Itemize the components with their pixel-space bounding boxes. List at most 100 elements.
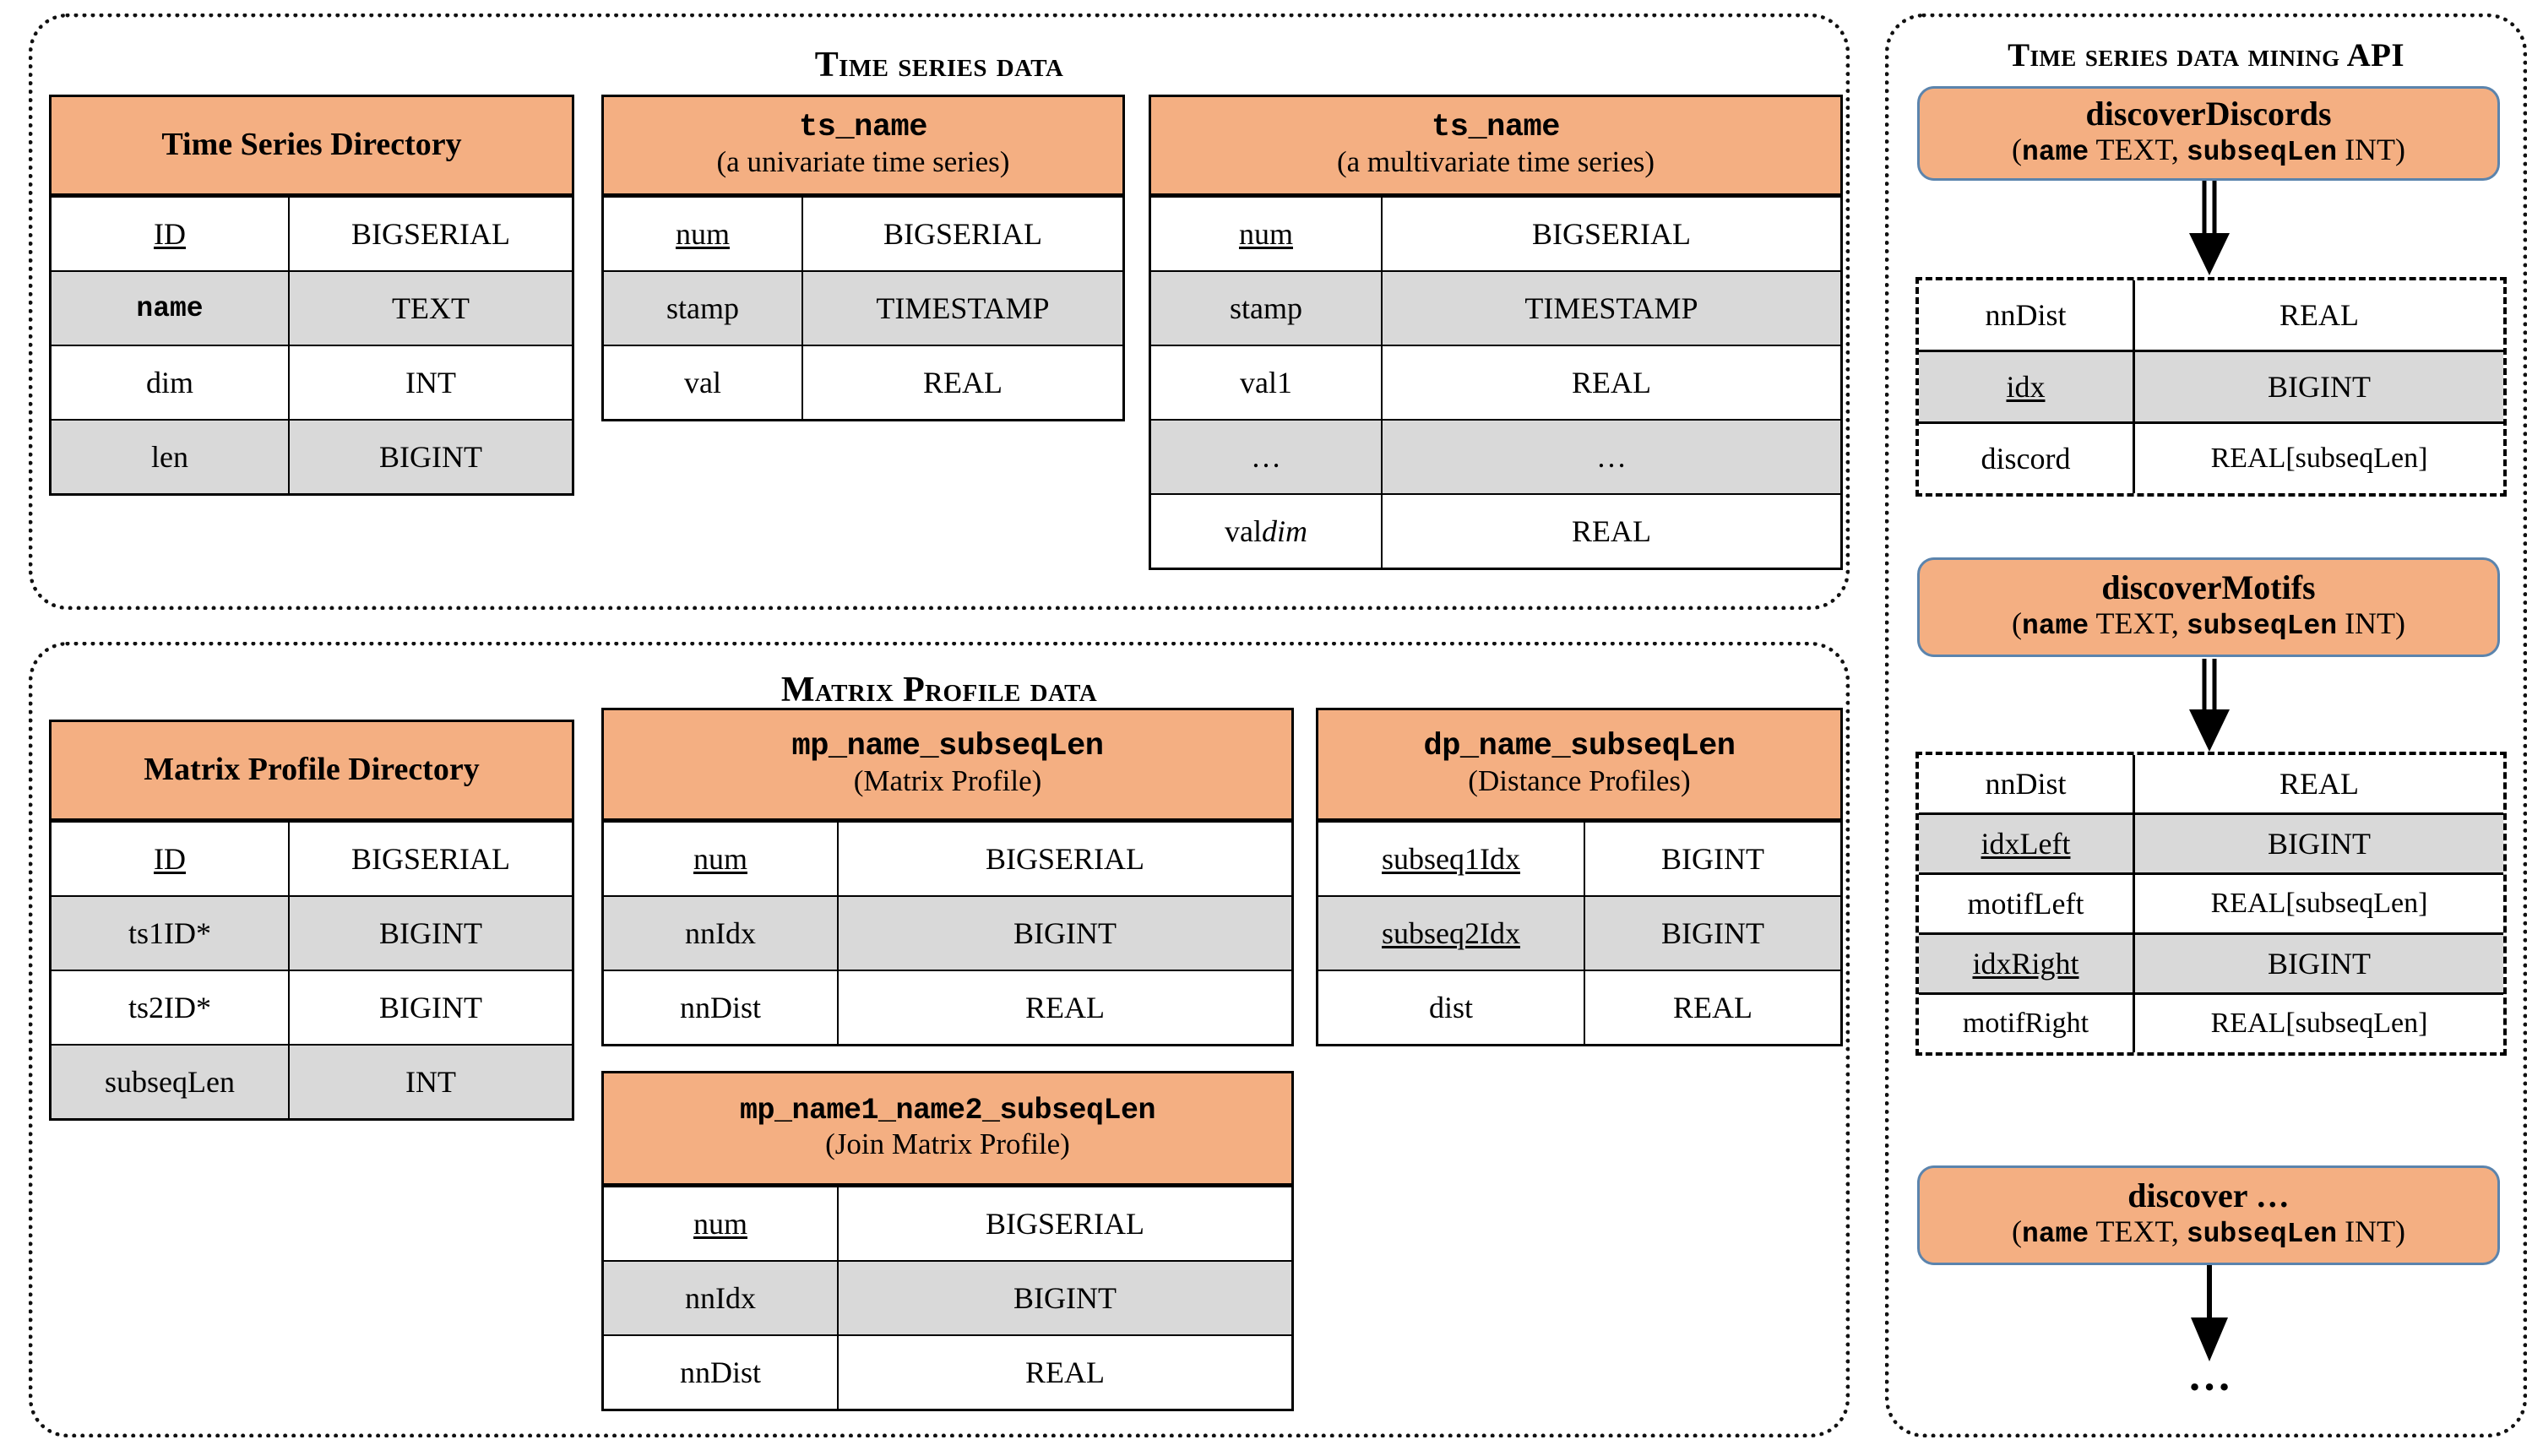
type-cell: REAL bbox=[1572, 514, 1651, 548]
table-subtitle: (Distance Profiles) bbox=[1468, 764, 1691, 798]
table-row: val1 REAL bbox=[1151, 345, 1840, 419]
table-name: ts_name bbox=[799, 109, 927, 145]
attribute-cell: subseq1Idx bbox=[1318, 823, 1585, 895]
table-row: nnDist REAL bbox=[1919, 755, 2503, 812]
table-subtitle: (a univariate time series) bbox=[716, 145, 1010, 179]
api-function-box-discover-generic[interactable]: discover … (name TEXT, subseqLen INT) bbox=[1917, 1165, 2500, 1265]
table-row: motifRight REAL[subseqLen] bbox=[1919, 992, 2503, 1052]
api-function-name: discoverDiscords bbox=[2085, 94, 2332, 133]
type-cell: BIGINT bbox=[379, 991, 482, 1024]
table-row: ts1ID* BIGINT bbox=[52, 895, 572, 970]
table-row: ID BIGSERIAL bbox=[52, 821, 572, 895]
table-header-join-matrix-profile: mp_name1_name2_subseqLen (Join Matrix Pr… bbox=[604, 1073, 1291, 1186]
group-title-matrix-profile-data: Matrix Profile data bbox=[780, 671, 1098, 709]
flow-arrow-generic bbox=[2191, 1265, 2228, 1361]
type-cell: REAL bbox=[923, 366, 1003, 399]
api-function-name: discoverMotifs bbox=[2101, 568, 2316, 606]
type-cell: BIGSERIAL bbox=[351, 842, 510, 876]
api-function-signature: (name TEXT, subseqLen INT) bbox=[2011, 132, 2406, 168]
table-row: dim INT bbox=[52, 345, 572, 419]
attribute-cell: nnIdx bbox=[604, 897, 839, 970]
api-function-signature: (name TEXT, subseqLen INT) bbox=[2011, 1214, 2406, 1250]
table-row: stamp TIMESTAMP bbox=[1151, 270, 1840, 345]
attribute-cell: … bbox=[1151, 421, 1383, 493]
attribute-cell: stamp bbox=[604, 272, 803, 345]
table-subtitle: (Join Matrix Profile) bbox=[825, 1127, 1070, 1160]
api-function-signature: (name TEXT, subseqLen INT) bbox=[2011, 606, 2406, 642]
type-cell: BIGINT bbox=[1013, 1281, 1117, 1315]
type-cell: BIGINT bbox=[1661, 842, 1764, 876]
type-cell: INT bbox=[405, 1065, 456, 1099]
type-cell: BIGINT bbox=[1013, 916, 1117, 950]
table-name: ts_name bbox=[1432, 109, 1560, 145]
table-row: motifLeft REAL[subseqLen] bbox=[1919, 872, 2503, 932]
table-name: Matrix Profile Directory bbox=[144, 751, 480, 787]
table-header-ts-name-univariate: ts_name (a univariate time series) bbox=[604, 97, 1122, 196]
attribute-cell: idx bbox=[1919, 352, 2135, 421]
type-cell: REAL bbox=[1025, 1355, 1105, 1389]
table-row: idxRight BIGINT bbox=[1919, 932, 2503, 992]
table-row: name TEXT bbox=[52, 270, 572, 345]
table-row: nnIdx BIGINT bbox=[604, 1260, 1291, 1334]
attribute-cell: subseqLen bbox=[52, 1046, 290, 1118]
table-name: Time Series Directory bbox=[161, 126, 462, 162]
type-cell: REAL[subseqLen] bbox=[2210, 443, 2428, 474]
table-row: len BIGINT bbox=[52, 419, 572, 493]
table-name: mp_name_subseqLen bbox=[791, 728, 1104, 764]
attribute-cell: nnDist bbox=[604, 971, 839, 1044]
type-cell: BIGINT bbox=[379, 440, 482, 474]
table-mp-name-subseqlen: mp_name_subseqLen (Matrix Profile) num B… bbox=[601, 708, 1294, 1046]
table-matrix-profile-directory: Matrix Profile Directory ID BIGSERIAL ts… bbox=[49, 720, 574, 1121]
attribute-cell: num bbox=[1151, 198, 1383, 270]
attribute-cell: val bbox=[604, 346, 803, 419]
type-cell: REAL[subseqLen] bbox=[2210, 1008, 2428, 1039]
type-cell: INT bbox=[405, 366, 456, 399]
type-cell: TIMESTAMP bbox=[1524, 291, 1698, 325]
table-ts-name-multivariate: ts_name (a multivariate time series) num… bbox=[1149, 95, 1843, 570]
attribute-cell: motifRight bbox=[1919, 995, 2135, 1052]
table-row: num BIGSERIAL bbox=[604, 196, 1122, 270]
attribute-cell: num bbox=[604, 823, 839, 895]
attribute-cell: nnDist bbox=[604, 1336, 839, 1409]
type-cell: BIGSERIAL bbox=[1532, 217, 1691, 251]
attribute-cell: subseq2Idx bbox=[1318, 897, 1585, 970]
table-header-matrix-profile-directory: Matrix Profile Directory bbox=[52, 722, 572, 821]
table-ts-name-univariate: ts_name (a univariate time series) num B… bbox=[601, 95, 1125, 421]
attribute-cell: idxLeft bbox=[1919, 815, 2135, 872]
table-header-ts-name-multivariate: ts_name (a multivariate time series) bbox=[1151, 97, 1840, 196]
type-cell: BIGSERIAL bbox=[883, 217, 1042, 251]
attribute-cell: stamp bbox=[1151, 272, 1383, 345]
table-header-time-series-directory: Time Series Directory bbox=[52, 97, 572, 196]
attribute-cell: num bbox=[604, 1187, 839, 1260]
api-result-table-discoverdiscords: nnDist REAL idx BIGINT discord REAL[subs… bbox=[1915, 277, 2507, 497]
type-cell: … bbox=[1596, 440, 1627, 474]
api-function-box-discovermotifs[interactable]: discoverMotifs (name TEXT, subseqLen INT… bbox=[1917, 557, 2500, 657]
type-cell: REAL bbox=[2279, 767, 2359, 801]
type-cell: TIMESTAMP bbox=[876, 291, 1050, 325]
table-name: mp_name1_name2_subseqLen bbox=[739, 1093, 1156, 1127]
table-row: val REAL bbox=[604, 345, 1122, 419]
table-row: nnDist REAL bbox=[604, 1334, 1291, 1409]
table-subtitle: (a multivariate time series) bbox=[1336, 145, 1655, 179]
attribute-cell: ID bbox=[52, 823, 290, 895]
attribute-cell: dim bbox=[52, 346, 290, 419]
table-row: ID BIGSERIAL bbox=[52, 196, 572, 270]
type-cell: BIGSERIAL bbox=[351, 217, 510, 251]
table-row: num BIGSERIAL bbox=[1151, 196, 1840, 270]
attribute-cell: discord bbox=[1919, 424, 2135, 493]
attribute-cell: nnIdx bbox=[604, 1262, 839, 1334]
table-row: idxLeft BIGINT bbox=[1919, 812, 2503, 872]
api-trailing-ellipsis: … bbox=[2187, 1352, 2235, 1400]
api-function-box-discoverdiscords[interactable]: discoverDiscords (name TEXT, subseqLen I… bbox=[1917, 86, 2500, 181]
table-dp-name-subseqlen: dp_name_subseqLen (Distance Profiles) su… bbox=[1316, 708, 1843, 1046]
type-cell: BIGINT bbox=[2268, 827, 2371, 861]
api-result-table-discovermotifs: nnDist REAL idxLeft BIGINT motifLeft REA… bbox=[1915, 752, 2507, 1056]
attribute-cell: len bbox=[52, 421, 290, 493]
type-cell: REAL[subseqLen] bbox=[2210, 888, 2428, 919]
type-cell: REAL bbox=[2279, 298, 2359, 332]
group-title-time-series-data: Time series data bbox=[814, 46, 1064, 84]
table-row: num BIGSERIAL bbox=[604, 821, 1291, 895]
table-row: nnIdx BIGINT bbox=[604, 895, 1291, 970]
type-cell: BIGINT bbox=[2268, 947, 2371, 981]
